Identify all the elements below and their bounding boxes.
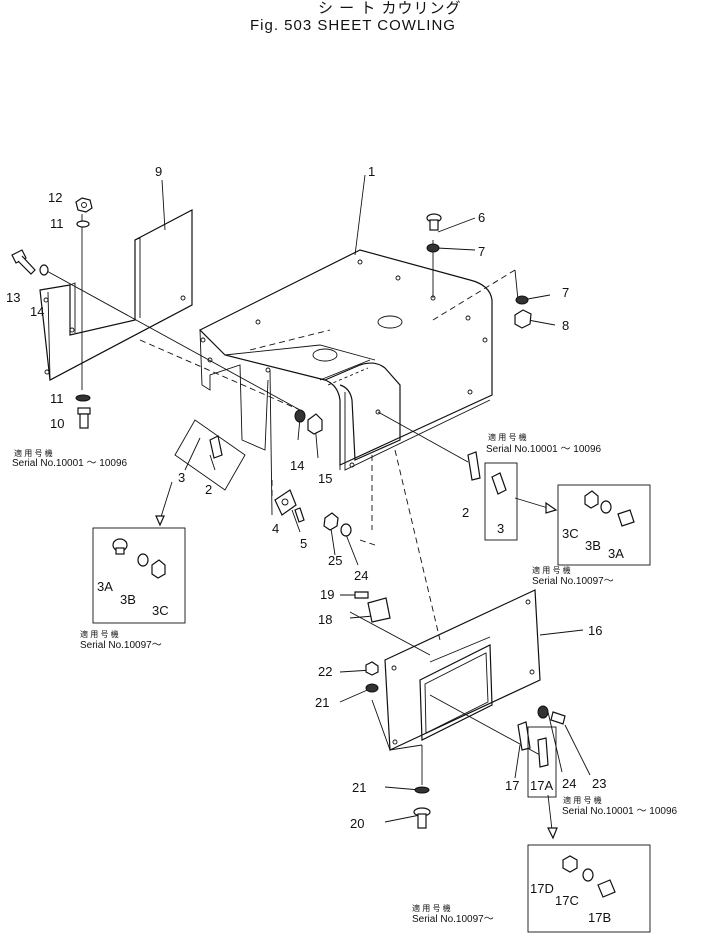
callout-label: 17D <box>530 881 554 896</box>
callout-label: 10 <box>50 416 64 431</box>
callout-label: 11 <box>50 391 64 406</box>
callout-label: 3B <box>120 592 136 607</box>
callout-label: 21 <box>315 695 329 710</box>
callout-label: 18 <box>318 612 332 627</box>
serial-note-jp: 適 用 号 機 <box>563 795 602 805</box>
callout-label: 17B <box>588 910 611 925</box>
callout-label: 19 <box>320 587 334 602</box>
callout-label: 15 <box>318 471 332 486</box>
serial-note: Serial No.10001 ～ 10096 <box>486 444 602 455</box>
callout-label: 24 <box>354 568 368 583</box>
diagram-title: Fig. 503 SHEET COWLING <box>250 17 456 34</box>
callout-label: 14 <box>30 304 44 319</box>
callout-label: 1 <box>368 164 375 179</box>
callout-label: 4 <box>272 521 279 536</box>
callout-label: 13 <box>6 290 20 305</box>
callout-label: 16 <box>588 623 602 638</box>
detail-boxes <box>92 419 651 933</box>
callout-label: 7 <box>478 244 485 259</box>
serial-note-jp: 適 用 号 機 <box>80 629 119 639</box>
callout-label: 7 <box>562 285 569 300</box>
side-plate-left <box>39 209 193 381</box>
serial-note-jp: 適 用 号 機 <box>412 903 451 913</box>
access-panel <box>384 589 541 751</box>
callout-label: 3 <box>497 521 504 536</box>
callout-label: 17C <box>555 893 579 908</box>
serial-note: Serial No.10097～ <box>532 576 614 587</box>
callout-label: 11 <box>50 216 64 231</box>
serial-note: Serial No.10097～ <box>80 640 162 651</box>
callout-label: 2 <box>205 482 212 497</box>
callout-label: 3A <box>97 579 113 594</box>
callout-label: 3 <box>178 470 185 485</box>
callout-label: 3B <box>585 538 601 553</box>
serial-note-jp: 適 用 号 機 <box>14 448 53 458</box>
callout-label: 5 <box>300 536 307 551</box>
callout-label: 9 <box>155 164 162 179</box>
leader-lines <box>44 174 591 823</box>
serial-notes: 適 用 号 機 Serial No.10001 ～ 10096 適 用 号 機 … <box>12 432 678 925</box>
callout-label: 6 <box>478 210 485 225</box>
callout-label: 3C <box>562 526 579 541</box>
callout-label: 20 <box>350 816 364 831</box>
callout-label: 25 <box>328 553 342 568</box>
callout-label: 3C <box>152 603 169 618</box>
serial-note: Serial No.10001 ～ 10096 <box>562 806 678 817</box>
callout-label: 8 <box>562 318 569 333</box>
callout-label: 17A <box>530 778 553 793</box>
main-cowling <box>198 249 493 471</box>
serial-note: Serial No.10097～ <box>412 914 494 925</box>
callout-labels: 1 9 12 11 13 14 11 10 6 7 7 8 3 2 14 15 … <box>6 164 624 925</box>
callout-label: 12 <box>48 190 62 205</box>
serial-note: Serial No.10001 ～ 10096 <box>12 458 128 469</box>
callout-label: 14 <box>290 458 304 473</box>
callout-label: 24 <box>562 776 576 791</box>
callout-label: 3A <box>608 546 624 561</box>
hardware-parts <box>11 197 566 840</box>
callout-label: 2 <box>462 505 469 520</box>
diagram-title-jp: シ ー ト カウリング <box>318 0 462 17</box>
callout-label: 22 <box>318 664 332 679</box>
callout-label: 17 <box>505 778 519 793</box>
serial-note-jp: 適 用 号 機 <box>532 565 571 575</box>
callout-label: 21 <box>352 780 366 795</box>
serial-note-jp: 適 用 号 機 <box>488 432 527 442</box>
callout-label: 23 <box>592 776 606 791</box>
